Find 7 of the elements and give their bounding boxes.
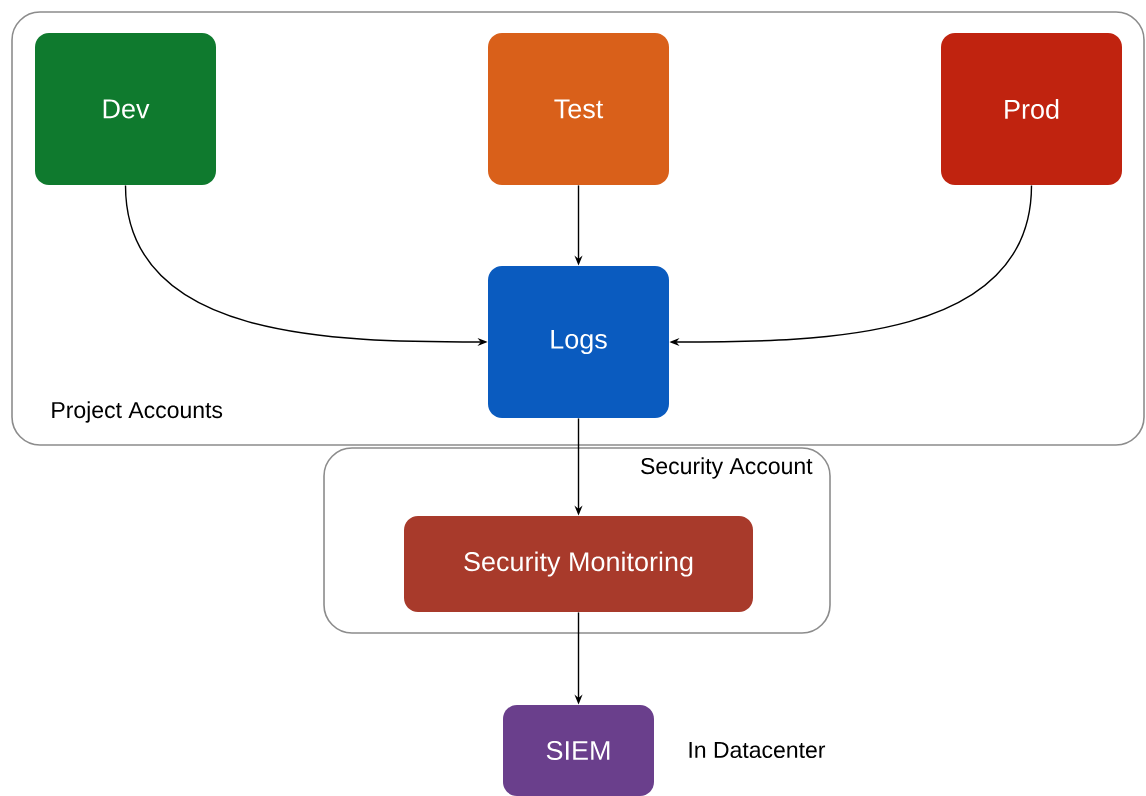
- process-box: Prod: [941, 33, 1122, 185]
- beside-label: In Datacenter: [689, 742, 826, 758]
- process-box: SIEM: [503, 705, 654, 796]
- process-box: Test: [488, 33, 669, 185]
- process-box: Security Monitoring: [404, 516, 753, 612]
- process-box: Logs: [488, 266, 669, 418]
- process-box: Dev: [35, 33, 216, 185]
